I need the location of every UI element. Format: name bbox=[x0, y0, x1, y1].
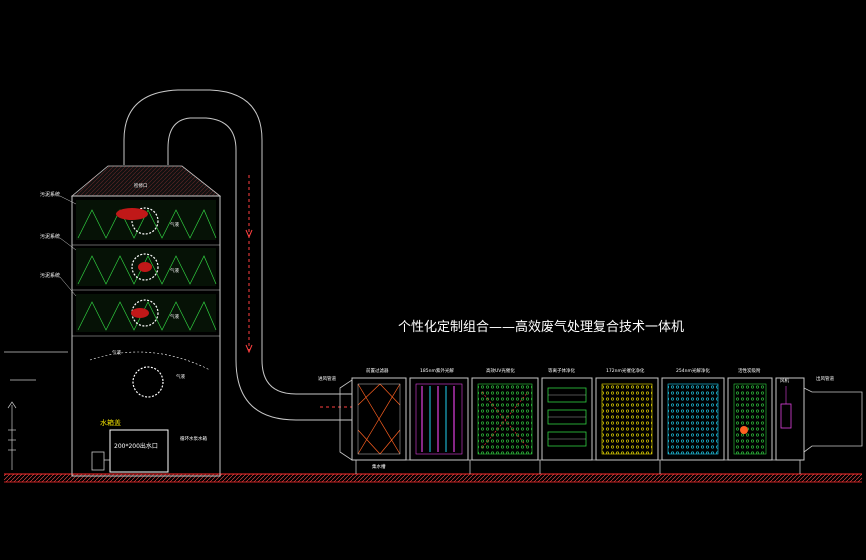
mid-label-1: 气液 bbox=[112, 349, 121, 356]
module-label-8: 风机 bbox=[780, 377, 789, 384]
module-label-7: 活性炭吸附 bbox=[738, 367, 761, 374]
inlet-duct-label: 进风管道 bbox=[318, 375, 336, 382]
module-fan bbox=[775, 377, 805, 461]
module-label-3: 高效UV光催化 bbox=[486, 367, 515, 374]
machine-base bbox=[352, 459, 804, 474]
module-label-4: 等离子体净化 bbox=[548, 367, 575, 374]
scrubber-tower: 气液 气液 气液 气液 气液 bbox=[71, 195, 221, 477]
module-prefilter: 集水槽 bbox=[351, 377, 407, 470]
inner-label-3: 气液 bbox=[170, 313, 179, 320]
outlet-label: 200*200出水口 bbox=[114, 442, 158, 450]
left-marks bbox=[4, 351, 68, 470]
outlet-label: 出风管道 bbox=[816, 375, 834, 382]
side-label-2: 污泥系统 bbox=[40, 233, 60, 240]
module-label-1: 前置过滤器 bbox=[366, 367, 389, 374]
exhaust-duct bbox=[123, 89, 352, 421]
tower-hood: 检修口 bbox=[70, 165, 222, 197]
inner-label-1: 气液 bbox=[170, 221, 179, 228]
water-tank: 水箱盖 200*200出水口 循环水泵水箱 bbox=[91, 418, 207, 473]
module-uv bbox=[471, 377, 539, 461]
module-label-2: 185nm紫外光解 bbox=[420, 367, 454, 374]
integrated-machine: 集水槽 bbox=[339, 367, 863, 474]
module-254nm bbox=[661, 377, 725, 461]
top-label: 检修口 bbox=[134, 182, 148, 189]
tank-label: 水箱盖 bbox=[100, 418, 121, 427]
base-label: 集水槽 bbox=[372, 463, 386, 470]
side-label-1: 污泥系统 bbox=[40, 191, 60, 198]
inner-label-2: 气液 bbox=[170, 267, 179, 274]
diagram-title: 个性化定制组合——高效废气处理复合技术一体机 bbox=[398, 319, 684, 335]
pump-label: 循环水泵水箱 bbox=[180, 435, 207, 442]
outlet-duct bbox=[803, 387, 863, 453]
module-label-6: 254nm光解净化 bbox=[676, 367, 710, 374]
module-172nm bbox=[595, 377, 659, 461]
side-label-3: 污泥系统 bbox=[40, 272, 60, 279]
spray-stage-3 bbox=[76, 294, 217, 332]
side-labels: 污泥系统 污泥系统 污泥系统 bbox=[40, 191, 77, 297]
module-plasma bbox=[541, 377, 593, 461]
module-label-5: 172nm光催化净化 bbox=[606, 367, 645, 374]
inlet-port bbox=[132, 366, 164, 398]
ground bbox=[4, 473, 862, 483]
spray-stage-1 bbox=[76, 200, 217, 240]
mid-label-2: 气液 bbox=[176, 373, 185, 380]
spray-stage-2 bbox=[76, 248, 217, 286]
module-carbon bbox=[727, 377, 773, 461]
module-185nm bbox=[409, 377, 469, 461]
module-labels: 前置过滤器 185nm紫外光解 高效UV光催化 等离子体净化 172nm光催化净… bbox=[366, 367, 834, 384]
